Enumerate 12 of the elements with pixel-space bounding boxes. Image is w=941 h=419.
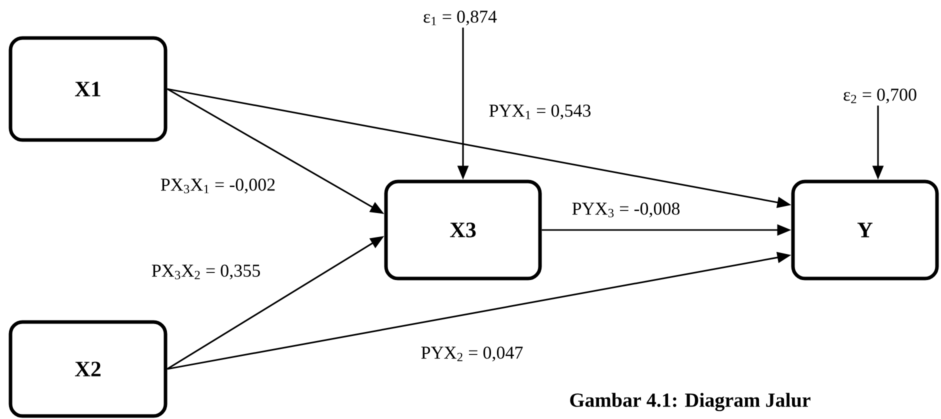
edge-label: PX$_{3}$X$_{2}$ = 0,355 bbox=[150, 264, 262, 280]
variable-box: X2 bbox=[8, 320, 168, 418]
caption: Gambar 4.1: Diagram Jalur bbox=[570, 392, 810, 412]
error-term-label: ε$_{1}$ = 0,874 bbox=[424, 10, 497, 26]
error-term-label: ε$_{2}$ = 0,700 bbox=[844, 88, 916, 104]
edge-label: PYX$_{2}$ = 0,047 bbox=[420, 346, 524, 362]
edge-label: PYX$_{3}$ = -0,008 bbox=[570, 202, 682, 218]
edge-label: PX$_{3}$X$_{1}$ = -0,002 bbox=[159, 178, 277, 194]
edge-label: PYX$_{1}$ = 0,543 bbox=[488, 104, 592, 120]
variable-box: Y bbox=[791, 180, 939, 280]
variable-box: X3 bbox=[384, 180, 542, 280]
variable-box: X1 bbox=[8, 36, 168, 142]
